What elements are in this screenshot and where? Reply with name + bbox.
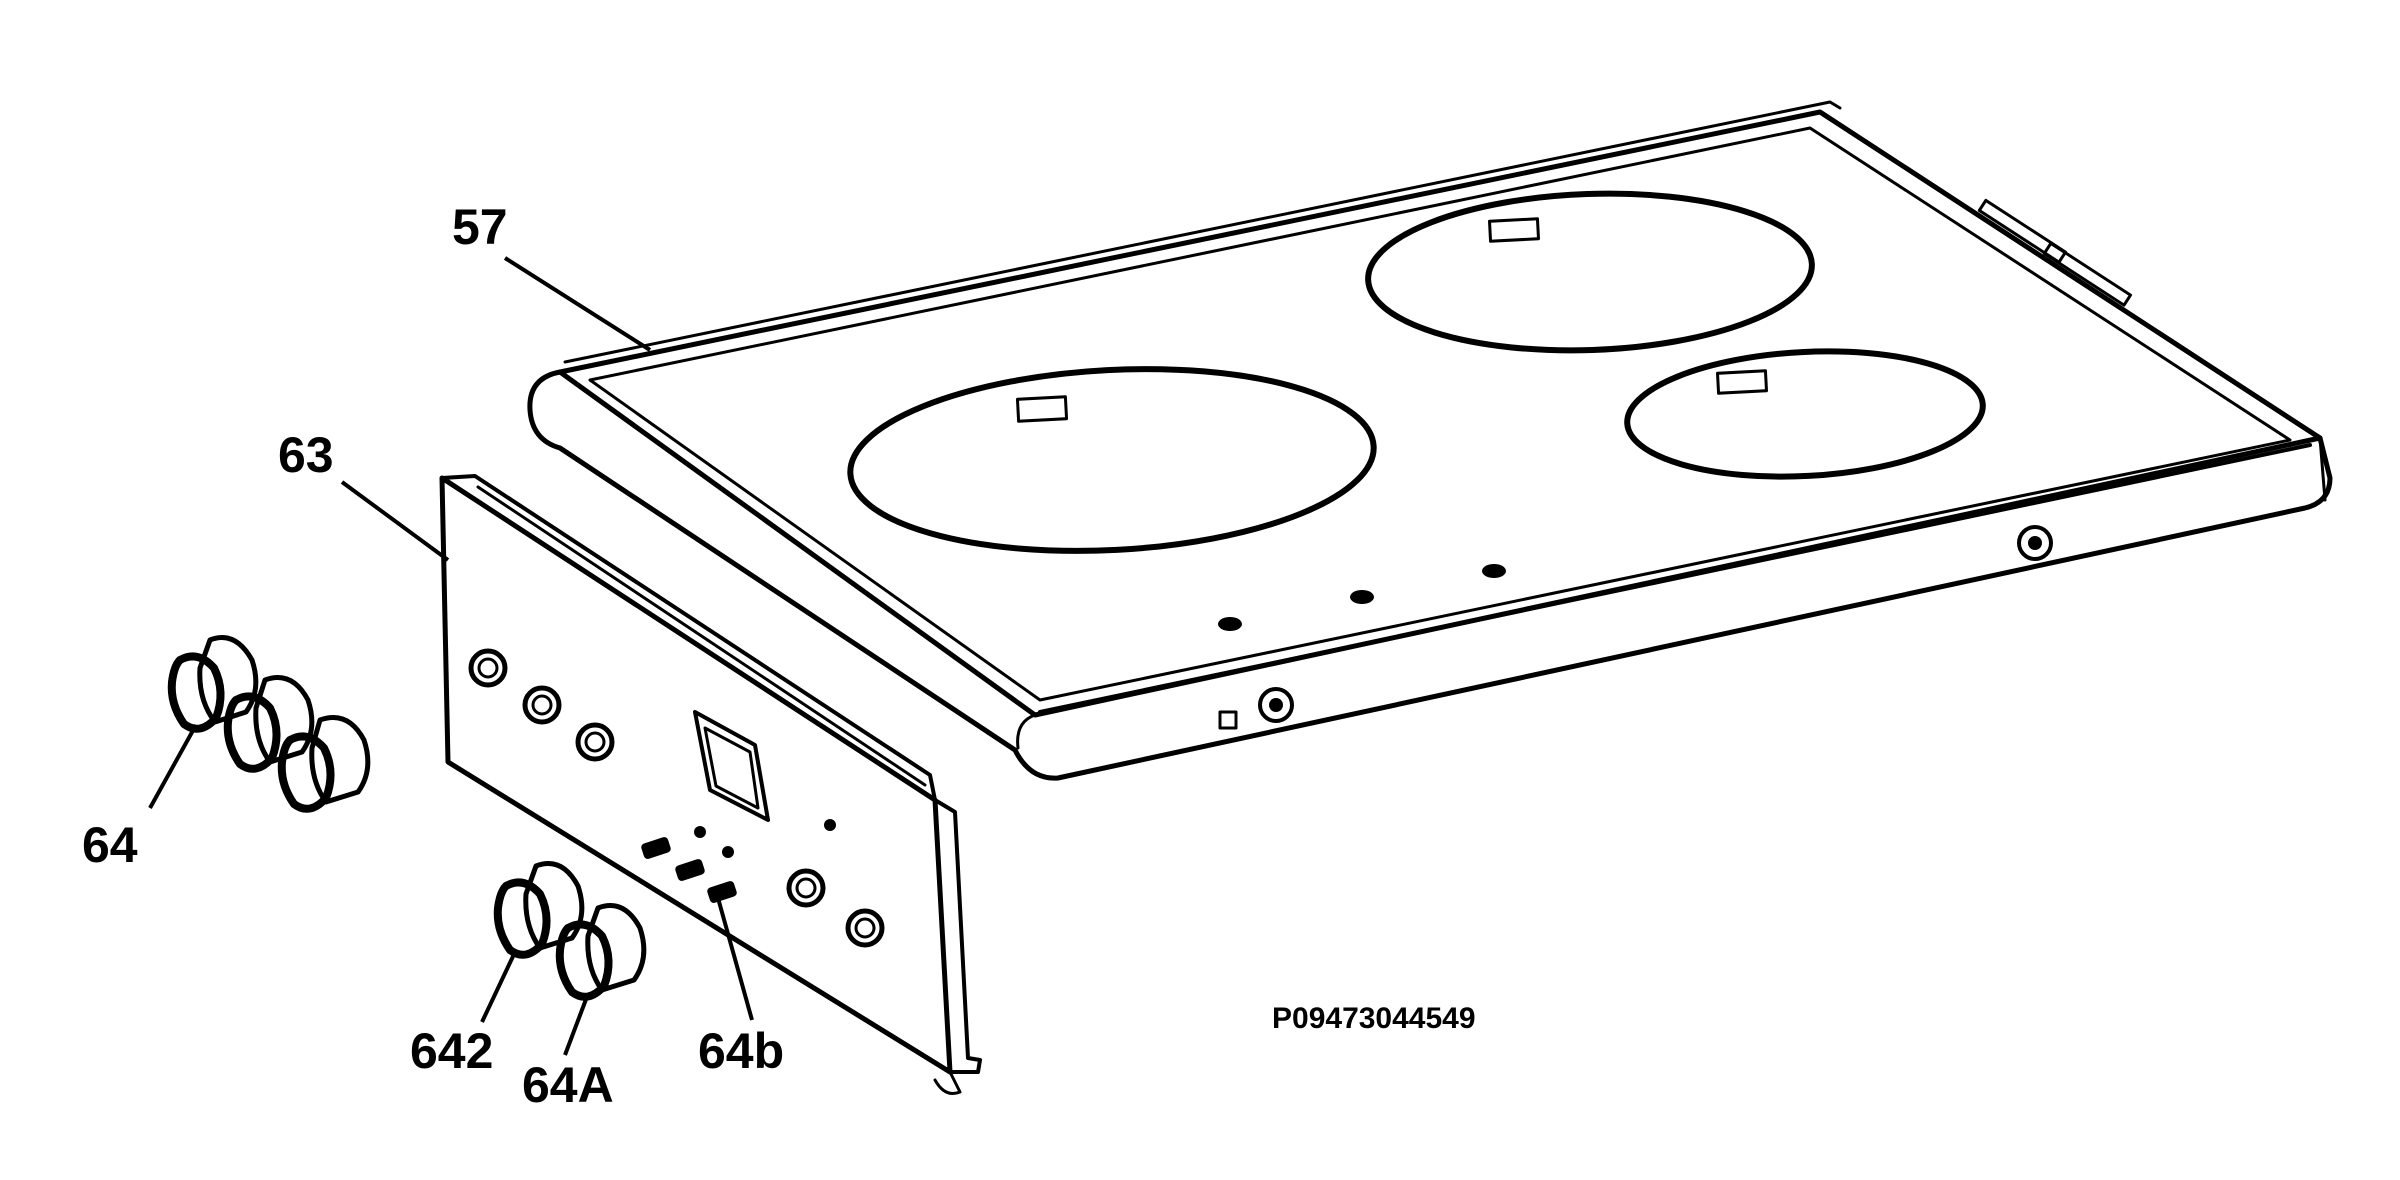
hob-front-lip bbox=[527, 369, 2333, 781]
leader-line-642 bbox=[480, 949, 518, 1023]
panel-display-window bbox=[693, 710, 770, 822]
panel-knob-hole bbox=[845, 908, 885, 948]
leader-line-64 bbox=[148, 724, 198, 809]
knob bbox=[277, 715, 371, 813]
panel-knob-hole bbox=[786, 868, 826, 908]
hob-front-hole-2 bbox=[1350, 590, 1374, 604]
hob-front-lip-inner bbox=[1016, 713, 1037, 750]
cooking-zone-front-left bbox=[847, 366, 1377, 554]
knob-64A-group bbox=[555, 903, 647, 1001]
hob-clip bbox=[1218, 710, 1238, 730]
knob-642-group bbox=[493, 861, 585, 959]
hob-screw-right-center bbox=[2028, 536, 2042, 550]
control-panel-top-flange bbox=[440, 474, 937, 802]
push-button bbox=[675, 859, 705, 881]
hob-top-trim bbox=[588, 126, 2292, 702]
hob-back-edge bbox=[563, 100, 1842, 364]
push-button bbox=[707, 881, 737, 903]
panel-push-buttons bbox=[641, 837, 737, 903]
cooking-zone-front-right bbox=[1624, 348, 1986, 480]
part-label-64b: 64b bbox=[698, 1023, 784, 1079]
zone-mark-front-left bbox=[1015, 395, 1069, 423]
knob bbox=[167, 635, 259, 733]
panel-knob-hole-inner bbox=[584, 731, 606, 753]
panel-knob-holes-left bbox=[468, 648, 615, 762]
panel-knob-hole-inner bbox=[795, 877, 817, 899]
part-label-64A: 64A bbox=[522, 1057, 614, 1113]
hob-front-face bbox=[1038, 443, 2312, 714]
knob bbox=[223, 675, 315, 773]
control-panel-right-return bbox=[933, 798, 982, 1074]
hob-front-hole-3 bbox=[1482, 564, 1506, 578]
control-panel-assembly bbox=[439, 474, 982, 1095]
zone-mark-front-right bbox=[1716, 369, 1768, 395]
hob-assembly bbox=[527, 100, 2333, 781]
part-label-57: 57 bbox=[452, 199, 508, 255]
panel-knob-hole bbox=[575, 722, 615, 762]
leader-line-57 bbox=[503, 256, 652, 352]
hob-side-lip bbox=[2318, 436, 2327, 502]
control-panel-face bbox=[439, 475, 953, 1075]
cooking-zone-back bbox=[1365, 190, 1815, 354]
panel-knob-holes-right bbox=[786, 868, 885, 948]
panel-indicator-dot bbox=[694, 826, 706, 838]
diagram-reference-code: P09473044549 bbox=[1272, 1002, 1476, 1035]
panel-display-window-inner bbox=[703, 726, 760, 810]
panel-indicator-dot bbox=[824, 819, 836, 831]
push-button bbox=[641, 837, 671, 859]
hob-screw-left-center bbox=[1269, 698, 1283, 712]
leader-line-64b bbox=[716, 897, 754, 1021]
part-label-642: 642 bbox=[410, 1023, 493, 1079]
control-panel-bottom-foot bbox=[933, 1070, 962, 1095]
part-label-64: 64 bbox=[82, 817, 138, 873]
hob-side-vent-1 bbox=[1977, 198, 2068, 264]
panel-knob-hole-inner bbox=[854, 917, 876, 939]
knobs-left-group bbox=[167, 635, 371, 813]
hob-front-hole-1 bbox=[1218, 617, 1242, 631]
panel-indicator-dot bbox=[722, 846, 734, 858]
panel-knob-hole-inner bbox=[531, 694, 553, 716]
hob-screw-left bbox=[1258, 687, 1294, 723]
hob-side-vent-2 bbox=[2042, 241, 2133, 307]
part-label-63: 63 bbox=[278, 427, 334, 483]
panel-knob-hole-inner bbox=[477, 657, 499, 679]
zone-mark-back bbox=[1488, 217, 1540, 243]
leader-line-63 bbox=[340, 480, 450, 562]
hob-screw-right bbox=[2017, 525, 2053, 561]
leader-line-64A bbox=[563, 993, 590, 1056]
panel-knob-hole bbox=[522, 685, 562, 725]
panel-knob-hole bbox=[468, 648, 508, 688]
control-panel-top-flange-inner bbox=[476, 485, 927, 787]
